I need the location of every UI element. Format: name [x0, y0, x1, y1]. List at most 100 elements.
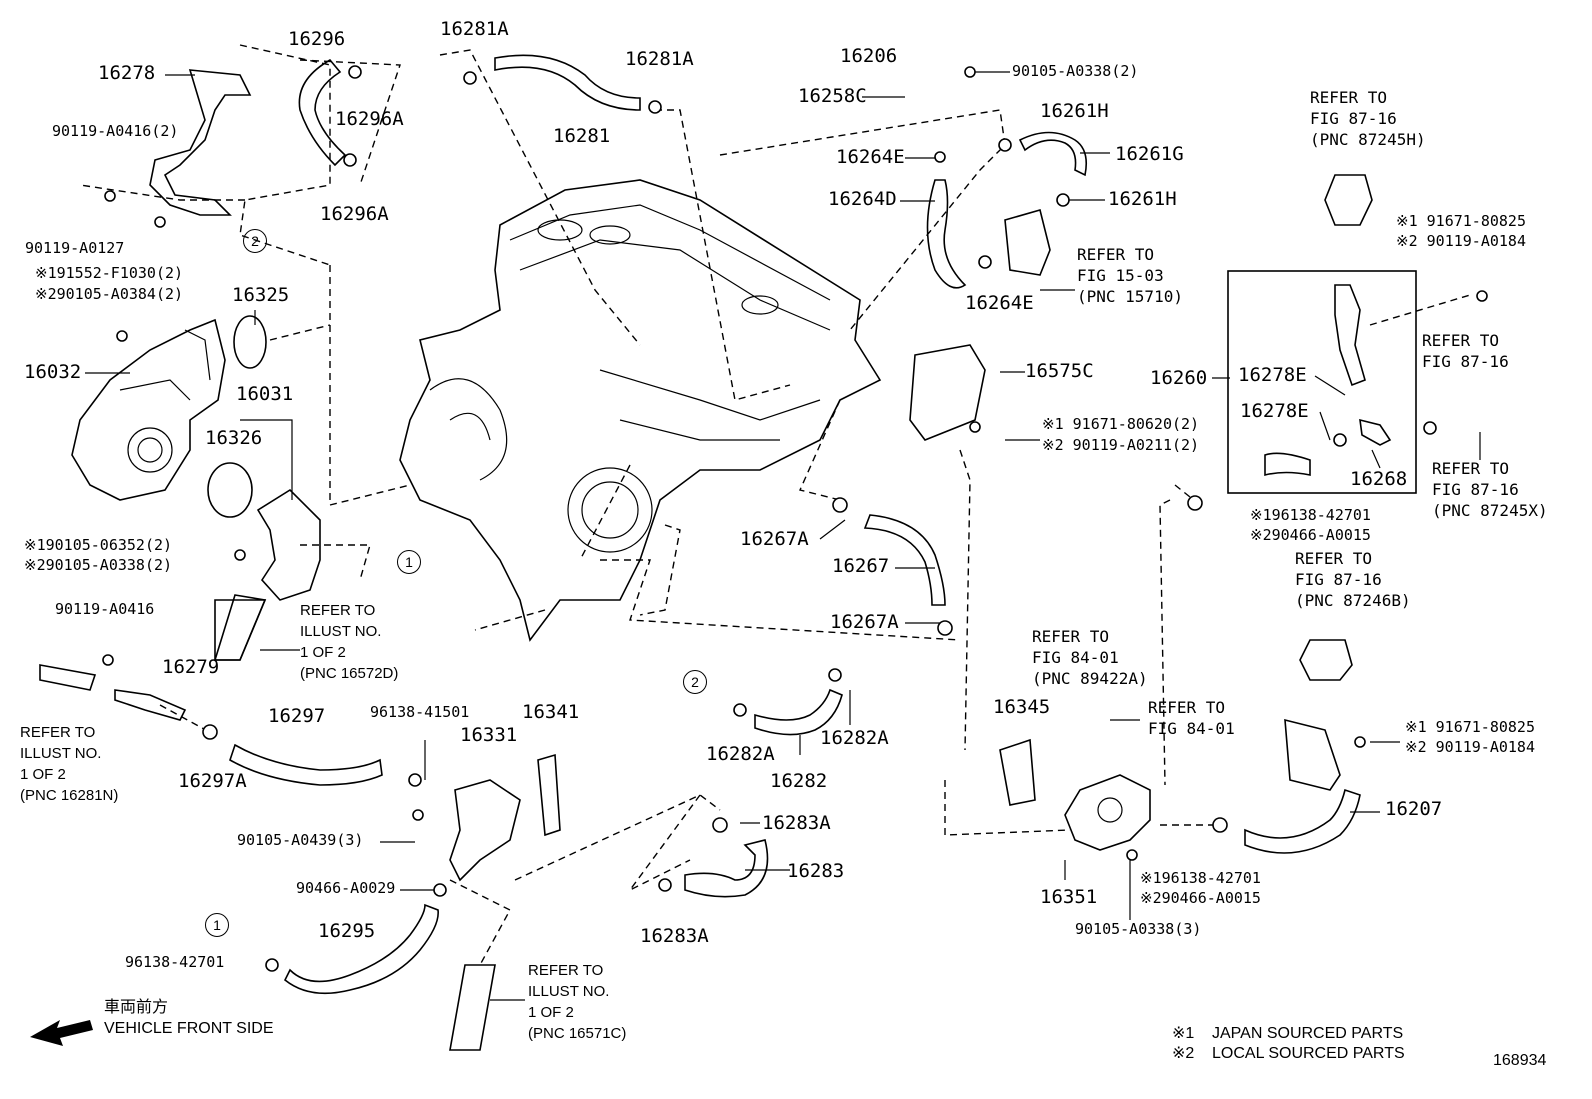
label-90466-A0015-right: ※290466-A0015	[1250, 526, 1371, 544]
label-90466-A0015-bottom: ※290466-A0015	[1140, 889, 1261, 907]
label-16264E-bottom: 16264E	[965, 292, 1034, 314]
direction-english: VEHICLE FRONT SIDE	[104, 1020, 274, 1037]
legend-text-2: LOCAL SOURCED PARTS	[1212, 1045, 1405, 1062]
label-90119-A0184-top: ※2 90119-A0184	[1396, 232, 1526, 250]
label-16032: 16032	[24, 361, 82, 383]
label-16206: 16206	[840, 45, 898, 67]
label-90105-A0384: ※290105-A0384(2)	[35, 285, 184, 303]
label-16258C: 16258C	[798, 85, 867, 107]
o-ring-16326	[207, 462, 253, 518]
label-16278E-top: 16278E	[1238, 364, 1307, 386]
legend-mark-1: ※1	[1172, 1025, 1195, 1042]
label-16575C: 16575C	[1025, 360, 1094, 382]
label-16295: 16295	[318, 920, 376, 942]
water-inlet-16031	[256, 488, 321, 601]
label-16267A-top: 16267A	[740, 528, 809, 550]
label-91671-80620: ※1 91671-80620(2)	[1042, 415, 1200, 433]
label-90105-06352: ※190105-06352(2)	[24, 536, 173, 554]
label-16281: 16281	[553, 125, 611, 147]
ref-fig-15-03: REFER TO FIG 15-03 (PNC 15710)	[1077, 245, 1183, 306]
hose-16297	[229, 743, 383, 786]
label-90119-A0416: 90119-A0416	[55, 600, 155, 618]
ref-fig-84-01-b: REFER TO FIG 84-01	[1148, 698, 1235, 738]
label-16297: 16297	[268, 705, 326, 727]
label-16283: 16283	[787, 860, 845, 882]
figure-number: 168934	[1493, 1052, 1547, 1069]
ref-fig-87-16-87246B: REFER TO FIG 87-16 (PNC 87246B)	[1295, 549, 1411, 610]
label-96138-42701-left: 96138-42701	[125, 953, 225, 971]
hose-16264D	[926, 179, 967, 289]
label-16283A-top: 16283A	[762, 812, 831, 834]
label-16207: 16207	[1385, 798, 1443, 820]
label-16031: 16031	[236, 383, 294, 405]
label-96138-42701-right: ※196138-42701	[1250, 506, 1371, 524]
label-16283A-bottom: 16283A	[640, 925, 709, 947]
label-16267: 16267	[832, 555, 890, 577]
ref-fig-87-16-87245X: REFER TO FIG 87-16 (PNC 87245X)	[1432, 459, 1548, 520]
front-arrow-icon	[30, 1020, 93, 1046]
label-90105-A0338-3: 90105-A0338(3)	[1075, 920, 1202, 938]
label-90105-A0338-2-left: ※290105-A0338(2)	[24, 556, 173, 574]
label-90119-A0127: 90119-A0127	[25, 239, 125, 257]
label-91671-80825-bottom: ※1 91671-80825	[1405, 718, 1535, 736]
hose-16282	[754, 688, 843, 736]
label-16282A-right: 16282A	[820, 727, 889, 749]
label-16264D: 16264D	[828, 188, 897, 210]
cover-16575C	[909, 344, 986, 441]
label-16296: 16296	[288, 28, 346, 50]
engine-block	[399, 179, 882, 642]
ref-illust-16572D: REFER TO ILLUST NO. 1 OF 2 (PNC 16572D)	[300, 602, 399, 682]
label-16264E-top: 16264E	[836, 146, 905, 168]
hose-16261G	[1018, 131, 1088, 177]
label-16261G: 16261G	[1115, 143, 1184, 165]
label-16345: 16345	[993, 696, 1051, 718]
label-90105-A0338-2-top: 90105-A0338(2)	[1012, 62, 1139, 80]
label-16261H-top: 16261H	[1040, 100, 1109, 122]
label-16326: 16326	[205, 427, 263, 449]
label-16281A-right: 16281A	[625, 48, 694, 70]
label-90105-A0439: 90105-A0439(3)	[237, 831, 364, 849]
label-90119-A0211: ※2 90119-A0211(2)	[1042, 436, 1200, 454]
label-16351: 16351	[1040, 886, 1098, 908]
label-16331: 16331	[460, 724, 518, 746]
label-96138-41501: 96138-41501	[370, 703, 470, 721]
label-16281A-top: 16281A	[440, 18, 509, 40]
label-16296A-bottom: 16296A	[320, 203, 389, 225]
hose-16279	[39, 664, 97, 691]
legend-mark-2: ※2	[1172, 1045, 1195, 1062]
label-96138-42701-bottom: ※196138-42701	[1140, 869, 1261, 887]
label-16325: 16325	[232, 284, 290, 306]
label-16341: 16341	[522, 701, 580, 723]
label-90466-A0029: 90466-A0029	[296, 879, 396, 897]
ref-fig-87-16-a: REFER TO FIG 87-16	[1422, 331, 1509, 371]
label-16268: 16268	[1350, 468, 1408, 490]
circle-marker-1-right: 1	[397, 550, 421, 574]
hose-16267	[863, 514, 946, 606]
hose-16281	[494, 54, 641, 111]
water-outlet-16331	[449, 779, 521, 882]
water-pump-16032	[71, 318, 226, 501]
group-box-16260	[1227, 270, 1417, 494]
label-91671-80825-top: ※1 91671-80825	[1396, 212, 1526, 230]
legend-text-1: JAPAN SOURCED PARTS	[1212, 1025, 1404, 1042]
ref-fig-84-01-89422A: REFER TO FIG 84-01 (PNC 89422A)	[1032, 627, 1148, 688]
label-90119-A0416-2: 90119-A0416(2)	[52, 122, 179, 140]
bracket-16278	[149, 69, 252, 216]
circle-marker-2-mid: 2	[683, 670, 707, 694]
label-16279: 16279	[162, 656, 220, 678]
hose-16296	[298, 58, 347, 167]
hose-16283	[684, 839, 769, 898]
label-91552-F1030: ※191552-F1030(2)	[35, 264, 184, 282]
label-16282: 16282	[770, 770, 828, 792]
hose-16295	[283, 903, 439, 995]
label-16297A: 16297A	[178, 770, 247, 792]
direction-japanese: 車両前方	[104, 999, 169, 1016]
label-16282A-left: 16282A	[706, 743, 775, 765]
label-16260: 16260	[1150, 367, 1208, 389]
circle-marker-2-top: 2	[243, 229, 267, 253]
ref-illust-16281N: REFER TO ILLUST NO. 1 OF 2 (PNC 16281N)	[20, 724, 119, 804]
label-16296A-top: 16296A	[335, 108, 404, 130]
label-16267A-bottom: 16267A	[830, 611, 899, 633]
